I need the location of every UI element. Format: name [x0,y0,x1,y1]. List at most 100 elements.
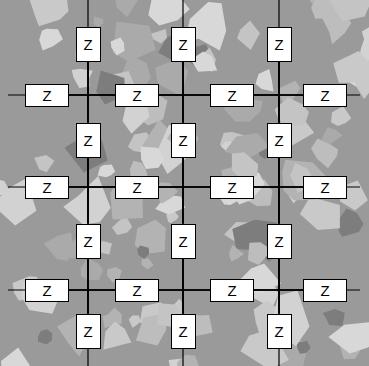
wire [254,289,303,290]
impedance-label: Z [274,234,283,249]
wire [88,95,115,123]
grain [331,106,351,126]
grain [39,29,63,51]
wire [279,62,303,96]
wire [69,95,88,123]
wire [254,186,303,187]
wire [69,62,88,96]
wire [254,158,279,188]
impedance-box: Z [25,279,69,302]
wire [279,95,303,123]
impedance-box: Z [76,224,101,259]
wire [279,158,303,188]
wire [69,94,115,95]
grain [297,341,311,354]
impedance-box: Z [303,84,347,107]
wire [183,187,210,224]
grain [141,146,165,169]
wire [69,290,88,314]
impedance-box: Z [210,279,254,302]
wire [183,95,210,123]
grain [103,322,131,350]
impedance-box: Z [303,176,347,199]
grain [339,208,364,236]
grain [1,348,30,366]
impedance-label: Z [320,180,329,195]
impedance-box: Z [267,123,292,158]
wire [159,62,183,96]
wire [279,187,303,224]
impedance-label: Z [42,88,51,103]
grain [256,69,274,92]
grain [333,51,369,83]
grain [321,127,343,144]
grain [29,0,68,26]
impedance-box: Z [25,176,69,199]
wire [254,95,279,123]
impedance-label: Z [227,180,236,195]
impedance-label: Z [227,283,236,298]
wire [254,94,303,95]
wire [159,158,183,188]
impedance-box: Z [171,123,196,158]
wire [254,187,279,224]
impedance-box: Z [267,314,292,349]
impedance-box: Z [210,176,254,199]
impedance-box: Z [267,27,292,62]
impedance-box: Z [115,279,159,302]
grain [323,309,345,326]
impedance-box: Z [171,224,196,259]
impedance-box: Z [171,27,196,62]
wire [279,259,303,291]
impedance-label: Z [274,324,283,339]
grain [34,155,54,172]
grain [328,0,369,21]
grain [300,197,340,230]
grain [141,258,153,270]
impedance-label: Z [274,37,283,52]
impedance-label: Z [178,133,187,148]
wire [254,290,279,314]
impedance-label: Z [83,37,92,52]
grain [72,69,93,88]
grain [177,355,201,366]
impedance-box: Z [303,279,347,302]
grain [44,233,73,262]
wire [69,259,88,291]
impedance-label: Z [132,180,141,195]
wire [183,158,210,188]
grain [129,315,141,328]
wire [88,158,115,188]
impedance-label: Z [83,324,92,339]
wire [159,289,210,290]
grain [98,165,116,178]
grain [114,0,139,17]
wire [69,158,88,188]
impedance-label: Z [227,88,236,103]
wire [159,95,183,123]
wire [159,290,183,314]
wire [88,290,115,314]
wire [254,259,279,291]
impedance-box: Z [267,224,292,259]
impedance-label: Z [274,133,283,148]
wire [279,290,303,314]
impedance-box: Z [76,27,101,62]
impedance-label: Z [178,324,187,339]
grain [81,258,104,280]
impedance-box: Z [115,176,159,199]
grain [63,176,110,225]
impedance-box: Z [76,314,101,349]
impedance-label: Z [320,283,329,298]
impedance-label: Z [132,283,141,298]
wire [159,259,183,291]
grain [138,245,150,259]
impedance-box: Z [115,84,159,107]
impedance-label: Z [320,88,329,103]
impedance-label: Z [83,133,92,148]
wire [183,290,210,314]
wire [183,259,210,291]
impedance-label: Z [178,37,187,52]
wire [88,187,115,224]
